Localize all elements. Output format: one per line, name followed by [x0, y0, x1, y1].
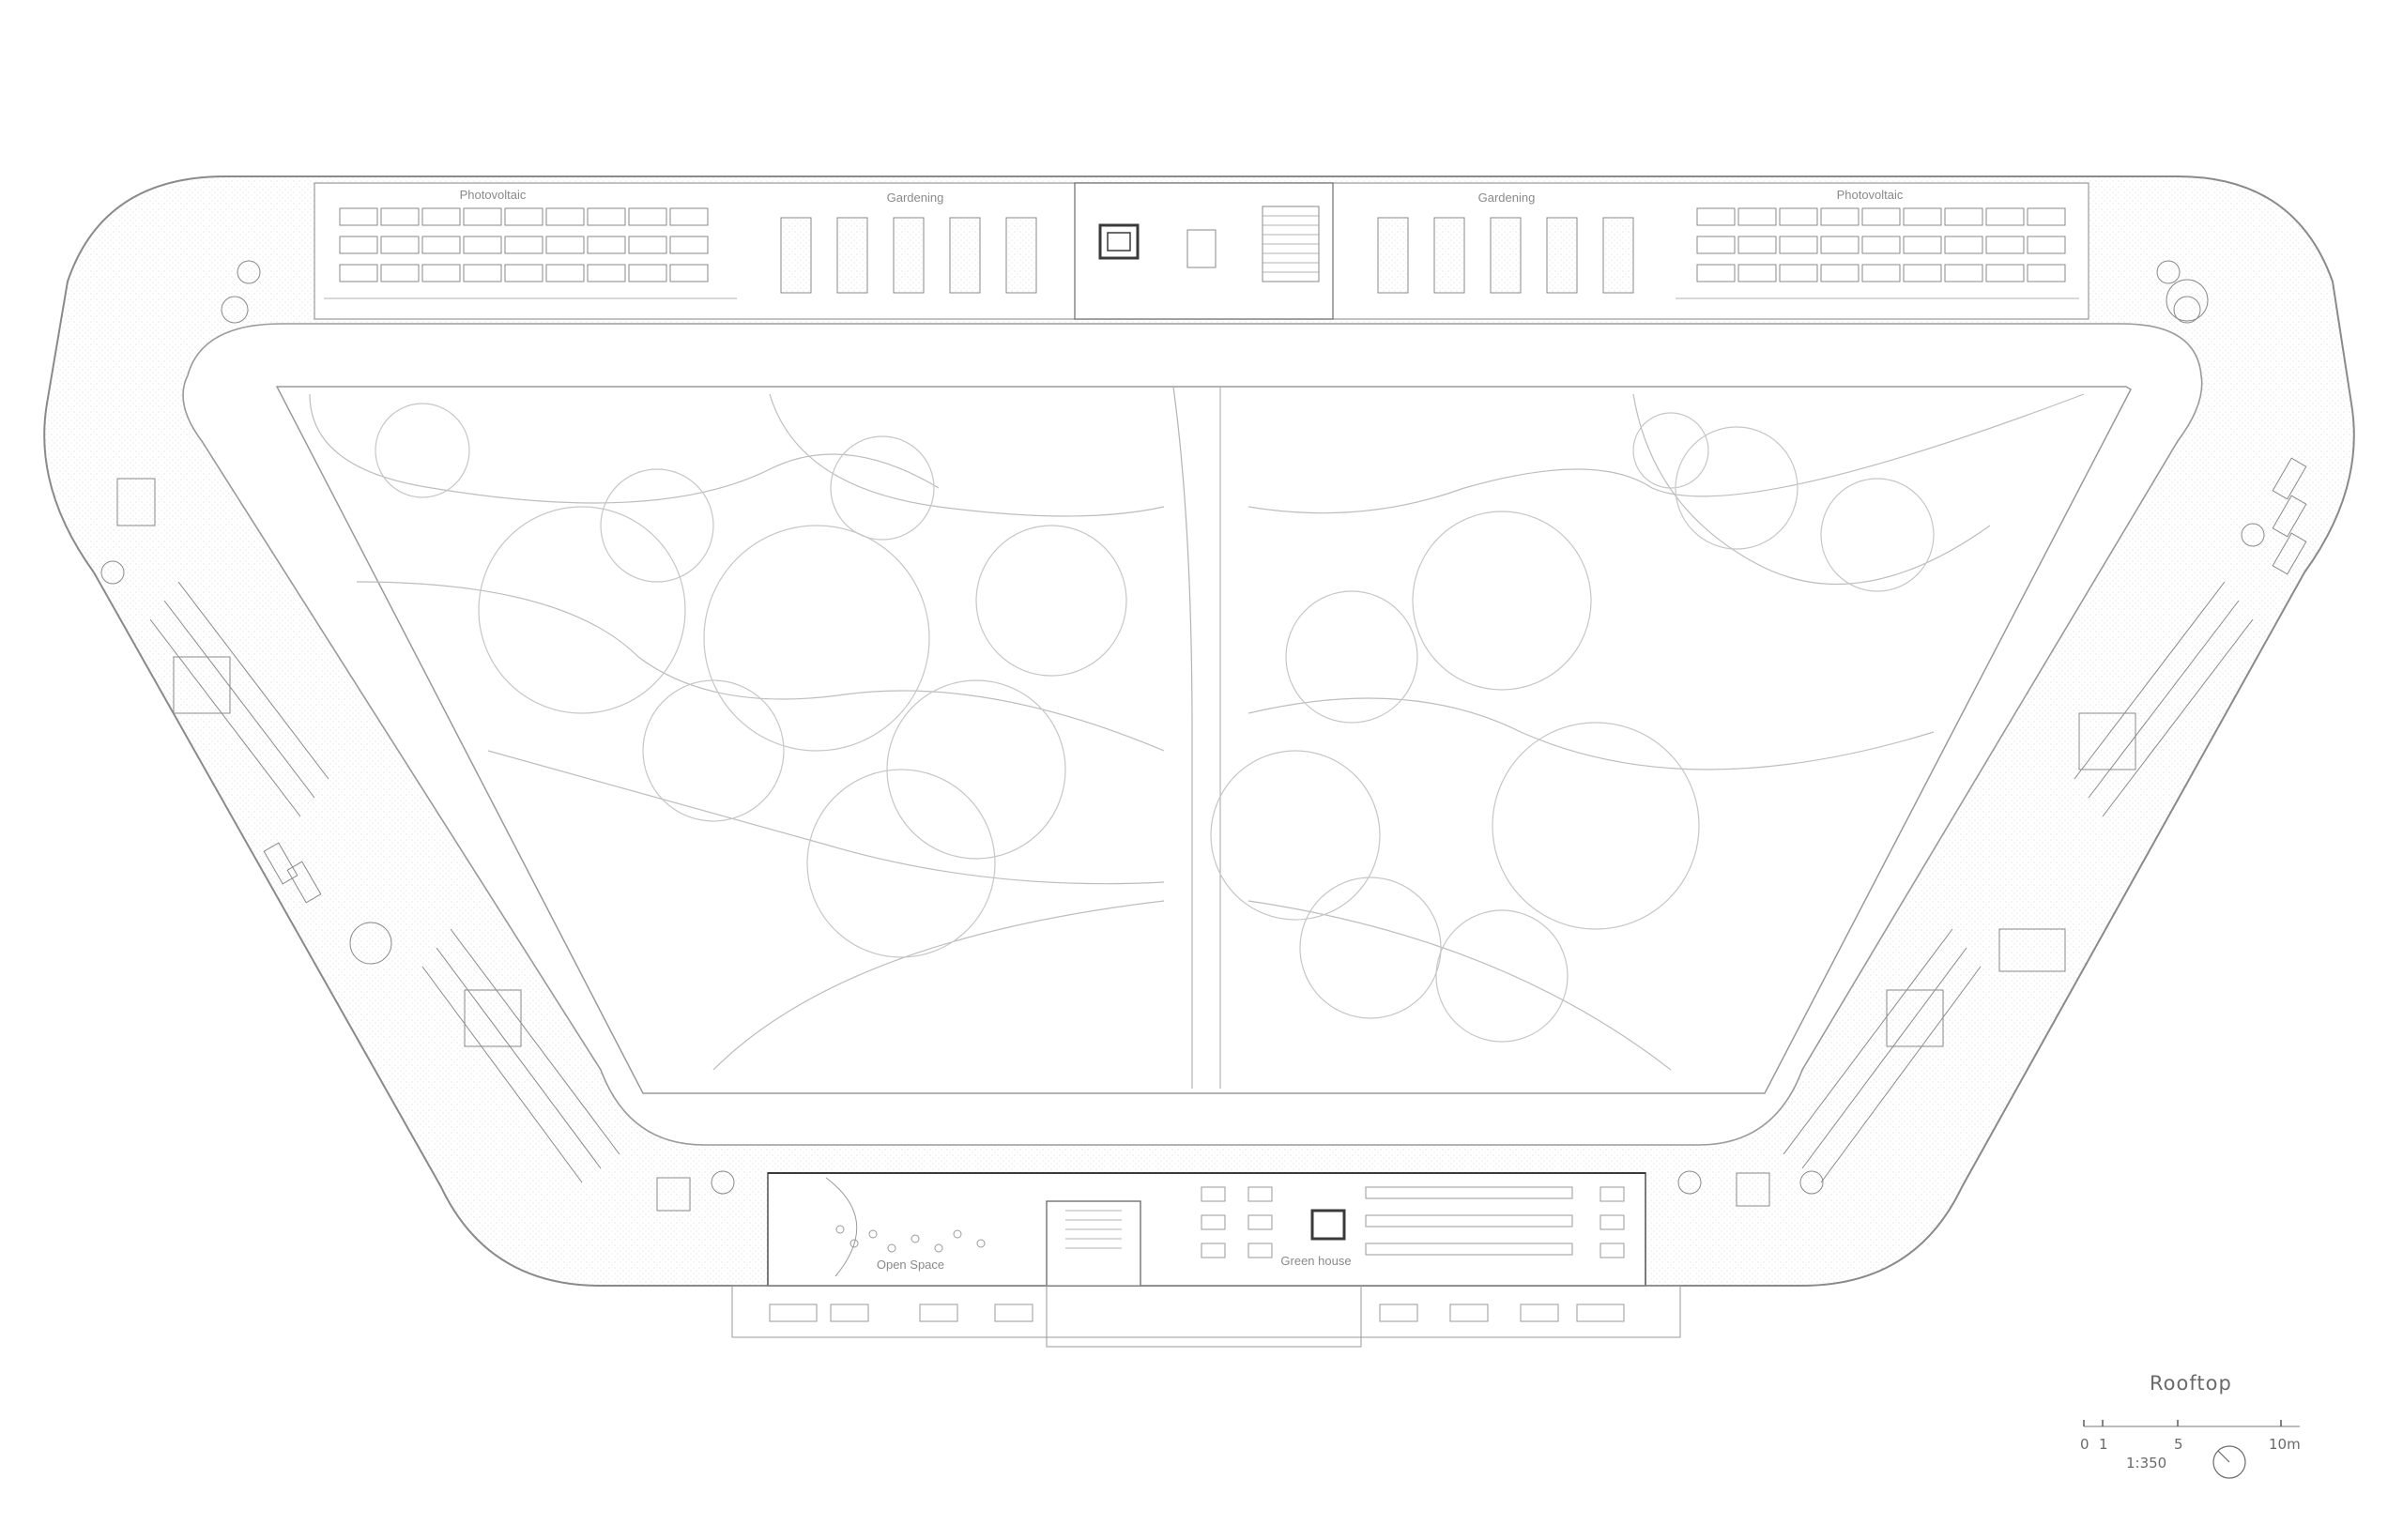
- zone-label-gardening-left: Gardening: [887, 191, 944, 205]
- zone-label-photovoltaic-right: Photovoltaic: [1837, 188, 1904, 202]
- north-arrow-icon: [2212, 1445, 2246, 1479]
- outdoor-furniture: [100, 260, 2265, 1212]
- courtyard-axis-path: [1172, 386, 1221, 1089]
- scale-tick-1: 1: [2099, 1436, 2108, 1453]
- garden-beds-left: [780, 217, 1037, 294]
- photovoltaic-array-right: [1676, 207, 2079, 299]
- courtyard-vegetation: [375, 403, 1935, 1043]
- garden-beds-right: [1377, 217, 1634, 294]
- zone-label-gardening-right: Gardening: [1478, 191, 1536, 205]
- south-wing: [767, 1172, 1646, 1287]
- title-block: Rooftop 0 1 5 10m 1:350: [2051, 1361, 2323, 1502]
- zone-label-open-space: Open Space: [877, 1258, 944, 1272]
- west-terrace-planters: [149, 581, 620, 1183]
- south-entry: [731, 1285, 1681, 1348]
- scale-bar: [2083, 1420, 2300, 1427]
- central-courtyard: [275, 386, 2132, 1094]
- photovoltaic-array-left: [324, 207, 737, 299]
- scale-ratio: 1:350: [2126, 1455, 2167, 1471]
- scale-tick-5: 5: [2174, 1436, 2183, 1453]
- north-stair-core: [1098, 206, 1320, 282]
- scale-tick-0: 0: [2080, 1436, 2089, 1453]
- drawing-title: Rooftop: [2150, 1372, 2232, 1395]
- zone-label-photovoltaic-left: Photovoltaic: [460, 188, 527, 202]
- scale-tick-10m: 10m: [2269, 1436, 2301, 1453]
- east-terrace-planters: [1783, 279, 2307, 1183]
- courtyard-paths: [309, 393, 2085, 1071]
- zone-label-green-house: Green house: [1280, 1254, 1351, 1268]
